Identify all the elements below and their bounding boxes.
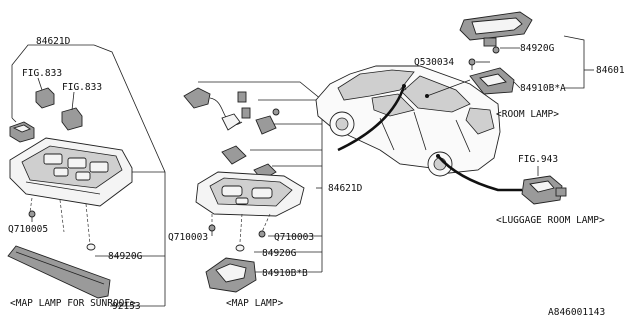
- lens-92153: [7, 245, 111, 299]
- caption-luggage-room-lamp: <LUGGAGE ROOM LAMP>: [496, 215, 605, 226]
- label-84601: 84601: [596, 65, 625, 76]
- label-84920g-room: 84920G: [520, 43, 555, 54]
- bracket-part-left: [9, 121, 35, 143]
- vehicle-illustration: [315, 65, 522, 192]
- screw-q710003-right: [258, 230, 266, 238]
- screw-q710005: [28, 210, 36, 222]
- label-84910b-b: 84910B*B: [262, 268, 308, 279]
- caption-map-lamp-sunroof: <MAP LAMP FOR SUNROOF>: [10, 298, 136, 309]
- label-q710003-right: Q710003: [274, 232, 314, 243]
- label-fig833-a: FIG.833: [22, 68, 62, 79]
- label-fig943: FIG.943: [518, 154, 558, 165]
- room-lamp-group: 84920G Q530034 84910B*A 84601 <ROOM LAMP…: [414, 11, 625, 120]
- label-84621d-sunroof: 84621D: [36, 36, 71, 47]
- lens-84910b-b: [205, 257, 257, 293]
- map-lamp-lens-left: [221, 145, 247, 165]
- bulb-84920g-room: [492, 46, 500, 54]
- label-84920g-sunroof: 84920G: [108, 251, 143, 262]
- label-84621d-map: 84621D: [328, 183, 363, 194]
- connector-part: [221, 91, 280, 135]
- diagram-id: A846001143: [548, 307, 605, 318]
- map-lamp-group: 84621D Q710003 Q710003 84920G 84910B*B <…: [168, 81, 363, 309]
- sunroof-lamp-housing: [9, 137, 133, 207]
- label-84910b-a: 84910B*A: [520, 83, 566, 94]
- label-q710005: Q710005: [8, 224, 48, 235]
- caption-room-lamp: <ROOM LAMP>: [496, 109, 559, 120]
- label-q530034: Q530034: [414, 57, 454, 68]
- bulb-84920g-left: [86, 243, 96, 251]
- label-84920g-map: 84920G: [262, 248, 297, 259]
- label-92153: 92153: [112, 301, 141, 312]
- caption-map-lamp: <MAP LAMP>: [226, 298, 283, 309]
- luggage-lamp-part: [521, 175, 567, 205]
- bulb-84920g-map: [235, 244, 245, 252]
- sunroof-map-lamp-group: 84621D FIG.833 FIG.833 Q710005 84920G 92…: [7, 36, 166, 312]
- label-fig833-b: FIG.833: [62, 82, 102, 93]
- screw-q530034: [468, 58, 476, 70]
- luggage-lamp-group: FIG.943 <LUGGAGE ROOM LAMP>: [496, 154, 605, 226]
- lens-84910b-a: [469, 67, 515, 95]
- screw-q710003-left: [208, 224, 216, 236]
- label-q710003-left: Q710003: [168, 232, 208, 243]
- fig833-part-b: [61, 107, 83, 131]
- room-lamp-housing: [459, 11, 533, 47]
- map-lamp-housing: [195, 171, 305, 217]
- fig833-part-a: [35, 87, 55, 109]
